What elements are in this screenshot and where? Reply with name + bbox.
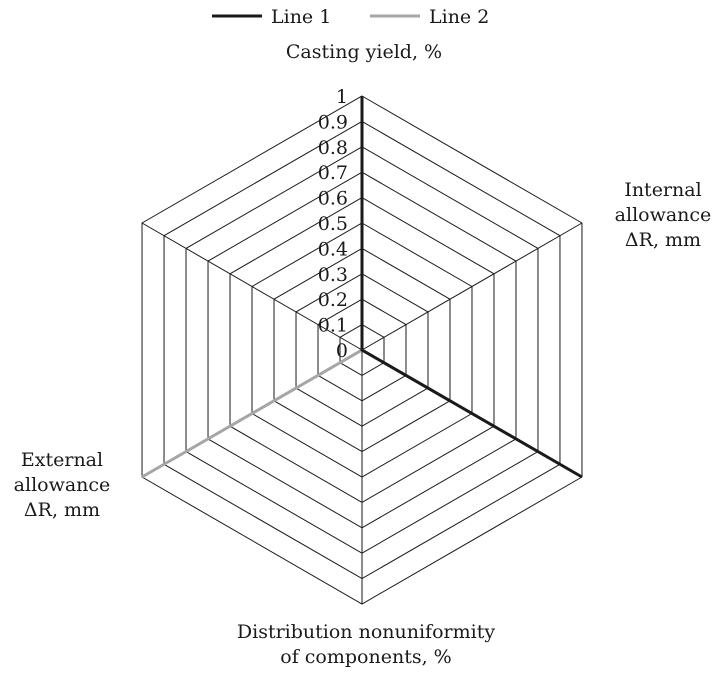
radial-tick-labels: 0 0.1 0.2 0.3 0.4 0.5 0.6 0.7 0.8 0.9 1 <box>318 86 348 362</box>
tick-label: 1 <box>336 86 348 108</box>
legend-label-line-1: Line 1 <box>271 6 331 28</box>
axis-label-line: Distribution nonuniformity <box>237 621 495 643</box>
tick-label: 0.6 <box>318 188 348 210</box>
tick-label: 0 <box>336 340 348 362</box>
axis-label-line: Internal <box>624 179 701 201</box>
axis-label-line: Casting yield, % <box>286 41 442 63</box>
tick-label: 0.1 <box>318 315 348 337</box>
tick-label: 0.5 <box>318 213 348 235</box>
series-line-2 <box>141 116 453 479</box>
tick-label: 0.9 <box>318 111 348 133</box>
tick-label: 0.7 <box>318 162 348 184</box>
axis-label-line: ΔR, mm <box>625 229 701 251</box>
grid-spoke <box>361 222 583 351</box>
axis-label-casting-yield: Casting yield, % <box>286 41 442 63</box>
legend-label-line-2: Line 2 <box>429 6 489 28</box>
series-line-1 <box>360 96 583 479</box>
axis-label-line: of components, % <box>280 646 451 668</box>
legend: Line 1 Line 2 <box>212 6 489 28</box>
tick-label: 0.4 <box>318 238 348 260</box>
axis-label-distribution-nonuniformity: Distribution nonuniformity of components,… <box>237 621 495 668</box>
tick-label: 0.3 <box>318 264 348 286</box>
axis-label-line: allowance <box>14 474 111 496</box>
data-series <box>141 96 583 479</box>
grid-spoke <box>141 222 363 351</box>
axis-label-line: ΔR, mm <box>24 499 100 521</box>
tick-label: 0.2 <box>318 289 348 311</box>
tick-label: 0.8 <box>318 137 348 159</box>
axis-label-line: allowance <box>615 204 712 226</box>
axis-label-line: External <box>21 449 103 471</box>
